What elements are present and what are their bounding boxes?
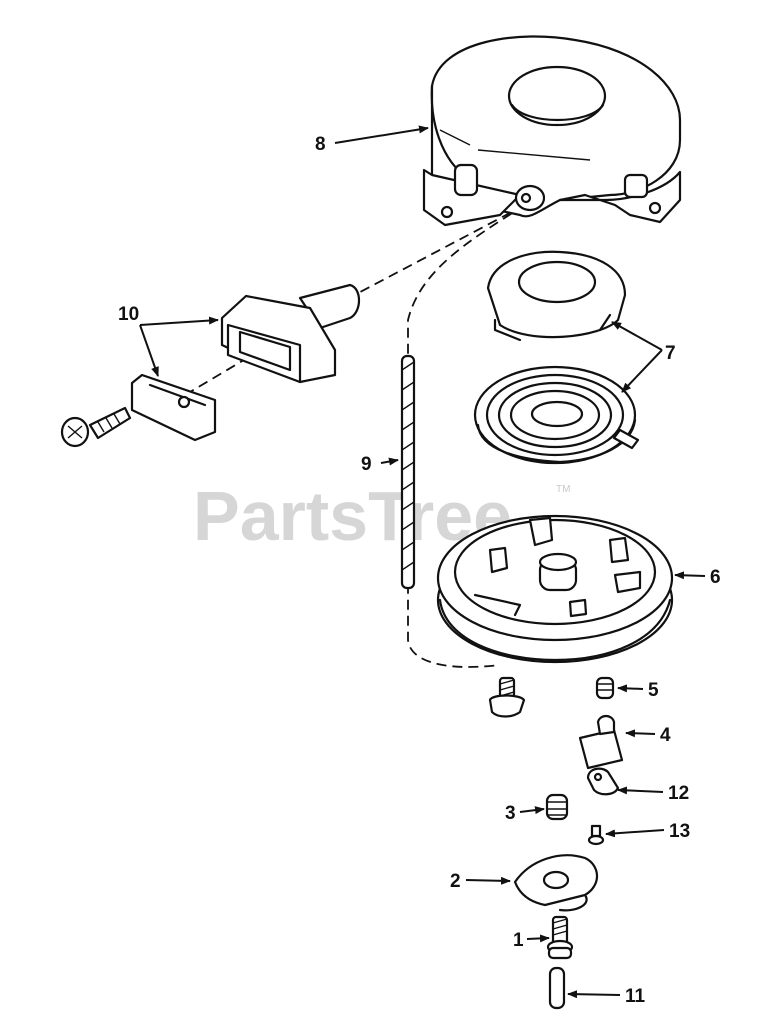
rope-path-dashed bbox=[189, 204, 526, 668]
watermark-tm: TM bbox=[556, 484, 570, 495]
callout-7: 7 bbox=[665, 343, 676, 364]
callout-4: 4 bbox=[660, 725, 671, 746]
callout-labels: 8 10 7 9 6 5 4 12 3 13 2 1 11 bbox=[118, 134, 721, 1007]
spring-icon bbox=[545, 793, 569, 821]
pin-icon bbox=[548, 966, 566, 1010]
starter-rope-icon bbox=[400, 354, 416, 590]
screw-icon bbox=[587, 824, 605, 846]
link-icon bbox=[586, 767, 620, 796]
callout-13: 13 bbox=[669, 821, 690, 842]
callout-1: 1 bbox=[513, 930, 524, 951]
starter-housing-icon bbox=[422, 35, 682, 227]
screw-icon bbox=[546, 915, 574, 960]
leader-lines bbox=[139, 125, 706, 999]
callout-10: 10 bbox=[118, 304, 139, 325]
callout-12: 12 bbox=[668, 783, 689, 804]
cam-plate-icon bbox=[513, 854, 599, 912]
callout-3: 3 bbox=[505, 803, 516, 824]
callout-6: 6 bbox=[710, 567, 721, 588]
screw-icon bbox=[60, 406, 132, 448]
recoil-spring-icon bbox=[473, 250, 640, 465]
callout-9: 9 bbox=[361, 454, 372, 475]
screw-icon bbox=[488, 676, 526, 718]
handle-icon bbox=[130, 283, 361, 442]
callout-2: 2 bbox=[450, 871, 461, 892]
callout-11: 11 bbox=[625, 986, 646, 1007]
callout-5: 5 bbox=[648, 680, 659, 701]
spring-icon bbox=[595, 676, 615, 700]
pawl-icon bbox=[578, 714, 624, 770]
pulley-icon bbox=[436, 514, 674, 664]
callout-8: 8 bbox=[315, 134, 326, 155]
